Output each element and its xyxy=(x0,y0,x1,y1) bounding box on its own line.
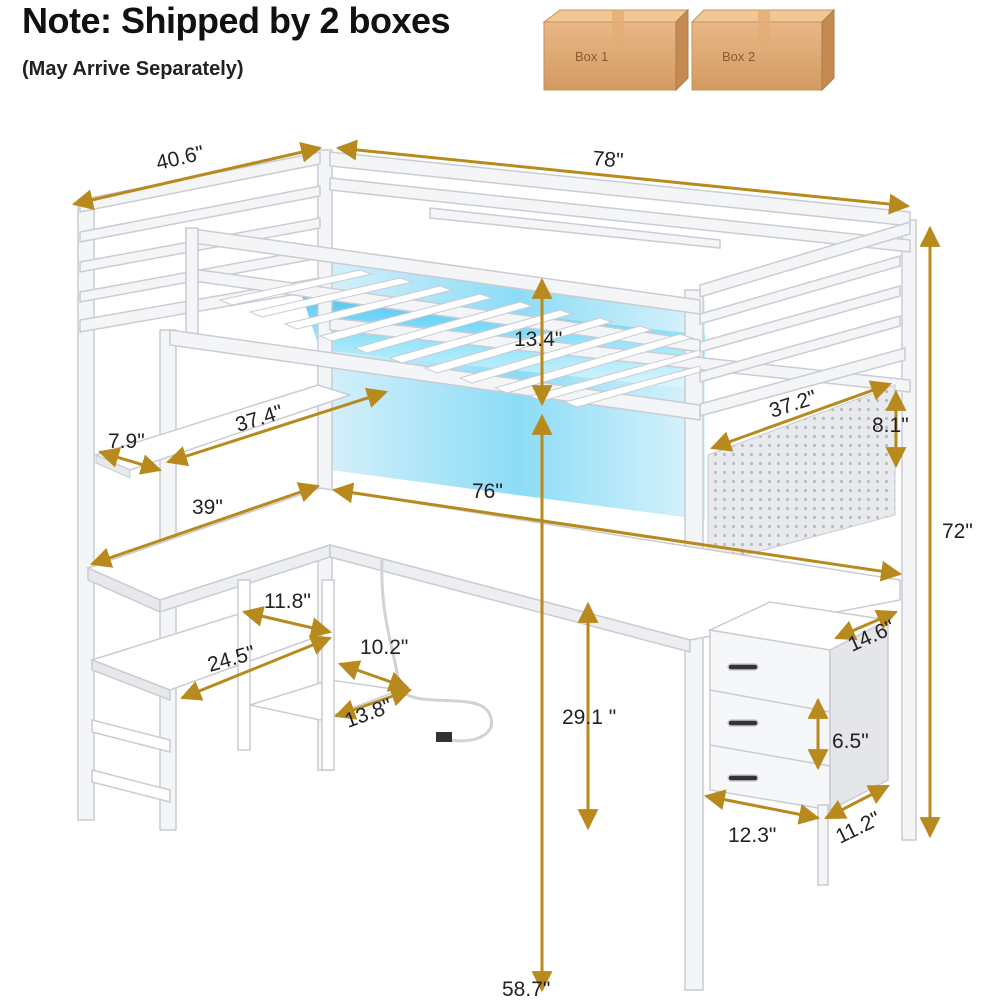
dimension-lines xyxy=(71,139,941,993)
dim-cabinet-side: 11.2" xyxy=(832,807,884,848)
shipping-box-1: Box 1 xyxy=(542,8,690,92)
box-1-label: Box 1 xyxy=(575,49,608,64)
dim-upper-shelf-depth: 7.9" xyxy=(108,430,145,453)
bed-slats xyxy=(218,269,701,408)
dim-width-depth: 40.6" xyxy=(154,142,206,175)
dim-desk-height: 29.1 " xyxy=(562,706,616,729)
shipping-box-2: Box 2 xyxy=(690,8,836,92)
power-plug-icon xyxy=(436,732,452,742)
dim-lower-shelf-width: 11.8" xyxy=(264,590,311,613)
dim-guardrail-height: 13.4" xyxy=(514,328,562,351)
dim-drawer-height: 6.5" xyxy=(832,730,869,753)
power-cord-icon xyxy=(380,559,494,743)
dim-underbed-clearance: 58.7" xyxy=(502,978,550,1000)
dim-desk-length: 76" xyxy=(472,480,503,503)
dim-cabinet-width: 12.3" xyxy=(728,824,776,847)
box-2-label: Box 2 xyxy=(722,49,755,64)
dim-small-shelf-width: 10.2" xyxy=(360,636,408,659)
dim-length: 78" xyxy=(592,147,625,173)
shipping-note-subtitle: (May Arrive Separately) xyxy=(22,58,244,80)
dim-desk-return-length: 39" xyxy=(192,496,223,519)
shipping-note-title: Note: Shipped by 2 boxes xyxy=(22,0,451,41)
upper-shelf xyxy=(93,384,353,471)
dim-height: 72" xyxy=(942,520,973,543)
dim-pegboard-height: 8.1" xyxy=(872,414,909,437)
